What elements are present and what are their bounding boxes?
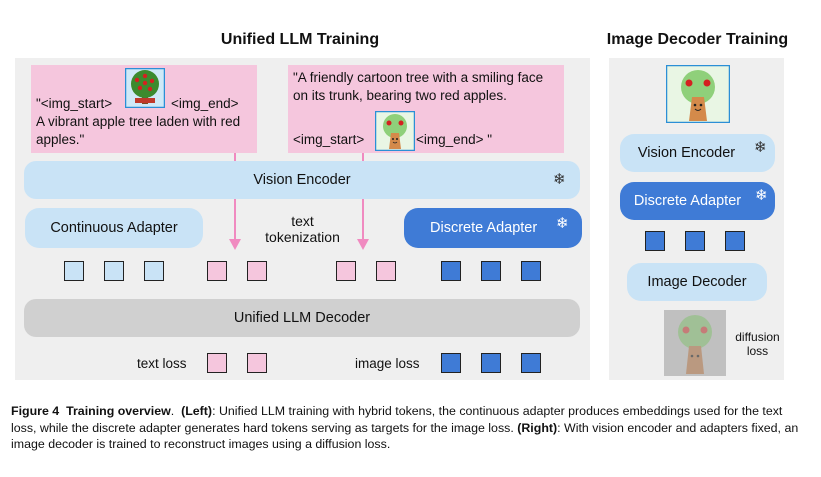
discrete-token: [481, 261, 501, 281]
vision-encoder: Vision Encoder: [24, 161, 580, 199]
vision-encoder-label: Vision Encoder: [253, 172, 351, 188]
image-decoder: Image Decoder: [627, 263, 767, 301]
right-discrete-token: [725, 231, 745, 251]
diffusion-loss-label: diffusion loss: [735, 330, 780, 358]
noisy-tree-image: [664, 310, 726, 376]
right-title: Image Decoder Training: [606, 31, 789, 48]
right-discrete-token: [645, 231, 665, 251]
text-tokenization-label: text tokenization: [265, 213, 340, 245]
right-discrete-adapter: Discrete Adapter: [620, 182, 775, 220]
left-title: Unified LLM Training: [220, 31, 380, 48]
image-decoder-label: Image Decoder: [647, 274, 747, 290]
continuous-adapter-label: Continuous Adapter: [50, 220, 178, 236]
discrete-adapter: Discrete Adapter: [404, 208, 582, 248]
continuous-token: [144, 261, 164, 281]
prompt1-img-start: "<img_start>: [36, 96, 113, 111]
unified-llm-decoder: Unified LLM Decoder: [24, 299, 580, 337]
figure-caption: Figure 4 Training overview. (Left): Unif…: [11, 404, 799, 452]
caption-right-label: (Right): [517, 420, 558, 435]
text-loss-token: [207, 353, 227, 373]
right-vision-encoder-label: Vision Encoder: [637, 145, 736, 161]
prompt1-img-end: <img_end>: [171, 96, 239, 111]
caption-heading: Training overview: [66, 404, 171, 418]
caption-left-label: (Left): [181, 404, 213, 418]
snowflake-icon: ❄: [755, 187, 768, 204]
decoder-label: Unified LLM Decoder: [233, 310, 371, 326]
image-loss-token: [521, 353, 541, 373]
caption-right-text: : With vision encoder and adapters fixed…: [11, 420, 799, 452]
prompt2-text: "A friendly cartoon tree with a smiling …: [293, 70, 544, 103]
right-discrete-token: [685, 231, 705, 251]
image-loss-label: image loss: [355, 356, 420, 371]
prompt2-img-end: <img_end> ": [416, 132, 493, 147]
snowflake-icon: ❄: [754, 139, 767, 156]
discrete-adapter-label: Discrete Adapter: [430, 220, 538, 236]
discrete-token: [521, 261, 541, 281]
right-vision-encoder: Vision Encoder: [620, 134, 775, 172]
text-token: [376, 261, 396, 281]
continuous-token: [64, 261, 84, 281]
prompt1-text: A vibrant apple tree laden with red appl…: [36, 114, 241, 147]
cartoon-tree-image: [375, 111, 415, 151]
snowflake-icon: ❄: [553, 171, 566, 188]
continuous-token: [104, 261, 124, 281]
text-loss-label: text loss: [137, 356, 187, 371]
prompt-box-2: "A friendly cartoon tree with a smiling …: [288, 65, 564, 153]
prompt2-img-start: <img_start>: [293, 132, 365, 147]
cartoon-tree-image: [666, 65, 730, 123]
text-token: [247, 261, 267, 281]
figure-label: Figure 4: [11, 404, 60, 418]
prompt-box-1: "<img_start> <img_end> A vibrant apple t…: [31, 65, 257, 153]
caption-left-text: : Unified LLM training with hybrid token…: [11, 404, 783, 435]
snowflake-icon: ❄: [556, 215, 569, 232]
discrete-token: [441, 261, 461, 281]
text-loss-token: [247, 353, 267, 373]
continuous-adapter: Continuous Adapter: [25, 208, 203, 248]
text-token: [207, 261, 227, 281]
right-discrete-adapter-label: Discrete Adapter: [633, 193, 742, 209]
text-token: [336, 261, 356, 281]
apple-tree-image: [125, 68, 165, 108]
image-loss-token: [441, 353, 461, 373]
image-loss-token: [481, 353, 501, 373]
